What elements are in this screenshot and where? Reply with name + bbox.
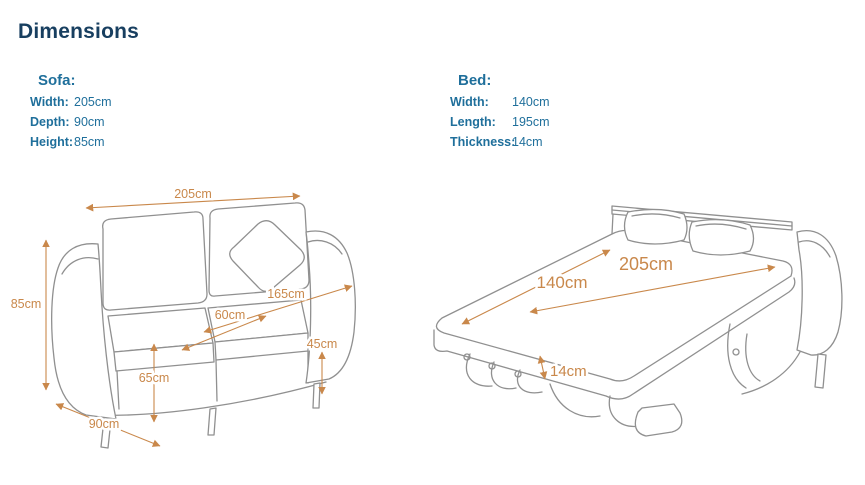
sofa-line-art [51,202,356,449]
bed-spec-heading: Bed: [458,72,492,89]
bed-line-art [433,205,843,437]
bed-length-label: Length: [450,114,496,129]
sofa-overall-width-callout: 205cm [174,187,212,201]
bed-pillow-right [688,218,755,256]
sofa-dimension-labels: 205cm 85cm 165cm 60cm 45cm 65cm 90cm [8,185,340,434]
sofa-seat-depth-callout: 60cm [215,308,246,322]
sofa-width-arrow [85,192,301,212]
bed-front-foot [634,403,683,437]
sofa-dimension-arrows [42,192,353,447]
bed-pillow-left-crease [631,213,681,219]
bed-thickness-callout: 14cm [550,363,587,380]
sofa-overall-depth-callout: 90cm [89,417,120,431]
bed-width-label: Width: [450,95,489,109]
sofa-arm-height-callout: 65cm [139,371,170,385]
bed-width-callout: 205cm [619,254,673,274]
bed-spec-row-thickness: Thickness: 14cm [450,134,550,150]
sofa-leg-front-right [312,382,321,409]
sofa-spec-block: Sofa: Width: 205cm Depth: 90cm Height: 8… [30,72,112,155]
bed-mattress-width-callout: 140cm [536,273,587,292]
sofa-illustration: 205cm 85cm 165cm 60cm 45cm 65cm 90cm [8,185,356,449]
sofa-height-label: Height: [30,134,74,149]
sofa-leg-front-middle [207,407,217,436]
bed-right-arm [796,230,843,356]
sofa-base-line [215,359,218,402]
bed-thickness-label: Thickness: [450,134,516,149]
bed-spec-block: Bed: Width: 140cm Length: 195cm Thicknes… [450,72,550,155]
sofa-seat-height-callout: 45cm [307,337,338,351]
bed-back-rail-post [611,213,614,235]
sofa-left-arm-roll [61,257,99,275]
sofa-depth-label: Depth: [30,114,70,129]
sofa-width-value: 205cm [74,95,112,109]
sofa-back-left-cushion [102,211,208,311]
sofa-depth-value: 90cm [74,114,105,129]
sofa-spec-heading: Sofa: [38,72,76,89]
bed-thickness-value: 14cm [512,134,543,149]
bed-pillow-left [623,208,688,245]
sofa-right-arm [305,230,356,384]
bed-mattress-side [433,277,796,400]
bed-spec-row-length: Length: 195cm [450,114,550,130]
sofa-overall-height-callout: 85cm [11,297,42,311]
sofa-width-label: Width: [30,95,69,109]
sofa-height-value: 85cm [74,134,105,149]
sofa-spec-row-depth: Depth: 90cm [30,114,112,130]
sofa-seat-width-callout: 165cm [267,287,305,301]
bed-dimension-labels: 205cm 140cm 14cm [534,252,676,383]
bed-dimension-arrows [461,249,776,380]
bed-spec-row-width: Width: 140cm [450,95,550,110]
bed-pillow-right-crease [695,223,747,230]
sofa-base-front-edge [87,381,327,417]
bed-mattress-width-arrow [461,249,611,325]
sofa-seat-depth-arrow [181,315,267,351]
bed-thickness-arrow [537,355,548,380]
bed-width-value: 140cm [512,95,550,109]
sofa-base-line [116,370,120,410]
bed-frame-right [741,351,801,395]
bed-length-value: 195cm [512,114,550,129]
bed-leg-right [814,353,827,389]
sofa-spec-row-width: Width: 205cm [30,95,112,110]
sofa-right-arm-roll [307,239,343,255]
sofa-bed-illustration: 205cm 140cm 14cm [433,205,843,437]
sofa-spec-row-height: Height: 85cm [30,134,112,150]
page-title: Dimensions [18,20,140,43]
bed-right-arm-roll [798,240,831,258]
sofa-depth-arrow [55,403,161,447]
